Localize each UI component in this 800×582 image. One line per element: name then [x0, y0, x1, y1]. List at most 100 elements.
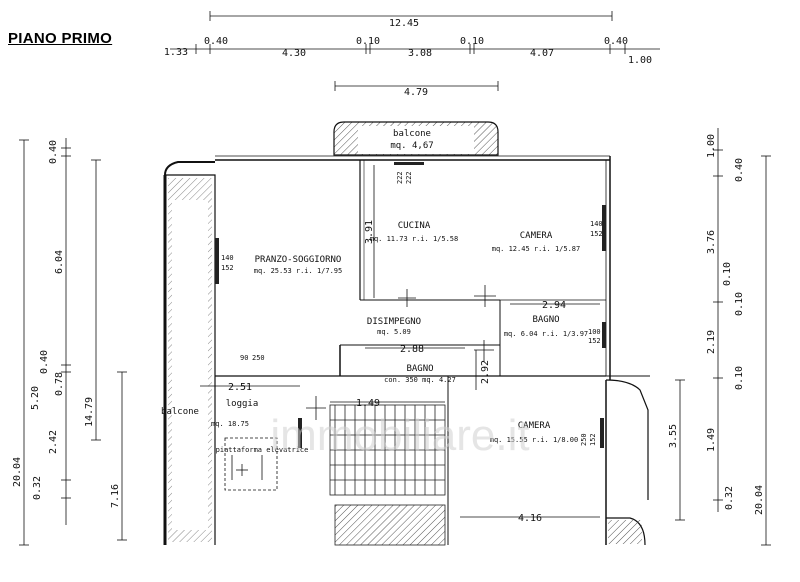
svg-text:mq. 5.09: mq. 5.09 [377, 328, 411, 336]
interior-dim-7: 4.16 [518, 513, 542, 524]
top-dim-7: 4.07 [530, 48, 554, 59]
svg-text:90: 90 [240, 354, 248, 362]
right-dim-8: 0.10 [734, 366, 745, 390]
left-mid-dim-2: 7.16 [110, 484, 121, 508]
window-tag-4: 90 250 [240, 354, 265, 362]
right-dim-5: 1.49 [706, 428, 717, 452]
right-dim-2: 3.76 [706, 230, 717, 254]
svg-text:CAMERA: CAMERA [518, 421, 551, 431]
svg-text:CUCINA: CUCINA [398, 221, 431, 231]
top-dim-5: 3.08 [408, 48, 432, 59]
interior-dim-2: 2.94 [542, 300, 566, 311]
svg-text:BAGNO: BAGNO [406, 364, 433, 374]
svg-text:mq. 18.75: mq. 18.75 [211, 420, 249, 428]
right-extra-dim: 3.55 [668, 424, 679, 448]
right-dimensions [675, 128, 771, 546]
svg-text:222: 222 [396, 171, 404, 184]
svg-text:mq. 11.73 r.i. 1/5.58: mq. 11.73 r.i. 1/5.58 [370, 235, 459, 243]
top-dim-8: 0.40 [604, 36, 628, 47]
fixture-marks [236, 285, 496, 476]
svg-text:152: 152 [221, 264, 234, 272]
interior-dim-1: 3.91 [364, 220, 375, 244]
room-bagno-2: BAGNO con. 350 mq. 4.27 [384, 364, 456, 384]
room-balcone-left: balcone [161, 407, 199, 417]
svg-text:mq. 15.55 r.i. 1/8.00: mq. 15.55 r.i. 1/8.00 [490, 436, 579, 444]
left-mid-dim-3: 0.78 [54, 372, 65, 396]
right-total-dim: 20.04 [754, 485, 765, 515]
svg-text:DISIMPEGNO: DISIMPEGNO [367, 317, 421, 327]
interior-dim-lines [200, 165, 600, 518]
walls [163, 155, 650, 546]
left-total-dim: 20.04 [12, 457, 23, 487]
svg-text:mq. 25.53 r.i. 1/7.95: mq. 25.53 r.i. 1/7.95 [254, 267, 343, 275]
svg-text:222: 222 [405, 171, 413, 184]
interior-dim-4: 2.92 [480, 360, 491, 384]
svg-text:100: 100 [588, 328, 601, 336]
staircase [329, 404, 446, 546]
top-total-dim: 12.45 [389, 18, 419, 29]
svg-text:152: 152 [590, 230, 603, 238]
svg-text:250: 250 [580, 433, 588, 446]
svg-text:balcone: balcone [161, 407, 199, 417]
svg-text:250: 250 [252, 354, 265, 362]
left-dim-6: 0.32 [32, 476, 43, 500]
svg-text:BAGNO: BAGNO [532, 315, 559, 325]
left-dim-5: 2.42 [48, 430, 59, 454]
window-tag-5: 222 222 [396, 171, 413, 184]
svg-text:mq. 12.45 r.i. 1/5.87: mq. 12.45 r.i. 1/5.87 [492, 245, 581, 253]
svg-text:152: 152 [588, 337, 601, 345]
top-dim-2: 0.40 [204, 36, 228, 47]
svg-text:mq. 4,67: mq. 4,67 [390, 141, 433, 151]
right-dim-1: 1.00 [706, 134, 717, 158]
svg-text:balcone: balcone [393, 129, 431, 139]
window-tag-1: 140 152 [221, 254, 234, 272]
top-dimensions [170, 11, 660, 91]
right-dim-6: 0.32 [724, 486, 735, 510]
lift-platform [224, 437, 278, 491]
interior-dim-3: 2.88 [400, 344, 424, 355]
left-mid-dim-1: 14.79 [84, 397, 95, 427]
room-disimpegno: DISIMPEGNO mq. 5.09 [367, 317, 421, 336]
balcony-width-dim: 4.79 [404, 87, 428, 98]
top-dim-9: 1.00 [628, 55, 652, 66]
balcony-top [333, 121, 499, 156]
left-dim-4: 5.20 [30, 386, 41, 410]
page-title: PIANO PRIMO [8, 30, 113, 47]
svg-text:piattaforma elevatrice: piattaforma elevatrice [216, 446, 309, 454]
left-dim-2: 6.04 [54, 250, 65, 274]
top-dim-6: 0.10 [460, 36, 484, 47]
svg-text:152: 152 [589, 433, 597, 446]
window-bars [215, 162, 606, 448]
room-piattaforma: piattaforma elevatrice [216, 446, 309, 454]
window-tag-3: 100 152 [588, 328, 601, 345]
right-dim-9: 0.10 [722, 262, 733, 286]
svg-text:PRANZO-SOGGIORNO: PRANZO-SOGGIORNO [255, 255, 342, 265]
room-camera-bottom: CAMERA mq. 15.55 r.i. 1/8.00 [490, 421, 579, 444]
right-dim-7: 0.40 [734, 158, 745, 182]
room-camera-top: CAMERA mq. 12.45 r.i. 1/5.87 [492, 231, 581, 253]
interior-dim-6: 1.49 [356, 398, 380, 409]
top-dim-3: 4.30 [282, 48, 306, 59]
right-dim-4: 2.19 [706, 330, 717, 354]
watermark: immobiliare.it [270, 411, 529, 460]
room-cucina: CUCINA mq. 11.73 r.i. 1/5.58 [370, 221, 459, 243]
svg-text:140: 140 [221, 254, 234, 262]
right-dim-3: 0.10 [734, 292, 745, 316]
interior-dim-5: 2.51 [228, 382, 252, 393]
room-balcone-top: balcone mq. 4,67 [390, 129, 433, 151]
window-tag-6: 250 152 [580, 433, 597, 446]
room-pranzo-soggiorno: PRANZO-SOGGIORNO mq. 25.53 r.i. 1/7.95 [254, 255, 343, 275]
window-tag-2: 140 152 [590, 220, 603, 238]
svg-text:mq. 6.04 r.i. 1/3.97: mq. 6.04 r.i. 1/3.97 [504, 330, 588, 338]
svg-text:140: 140 [590, 220, 603, 228]
left-dim-3: 0.40 [39, 350, 50, 374]
top-dim-1: 1.33 [164, 47, 188, 58]
svg-text:loggia: loggia [226, 399, 259, 409]
top-dim-4: 0.10 [356, 36, 380, 47]
room-bagno-1: BAGNO mq. 6.04 r.i. 1/3.97 [504, 315, 588, 338]
left-dimensions [19, 138, 127, 546]
svg-text:con. 350 mq. 4.27: con. 350 mq. 4.27 [384, 376, 456, 384]
left-dim-1: 0.40 [48, 140, 59, 164]
svg-text:CAMERA: CAMERA [520, 231, 553, 241]
